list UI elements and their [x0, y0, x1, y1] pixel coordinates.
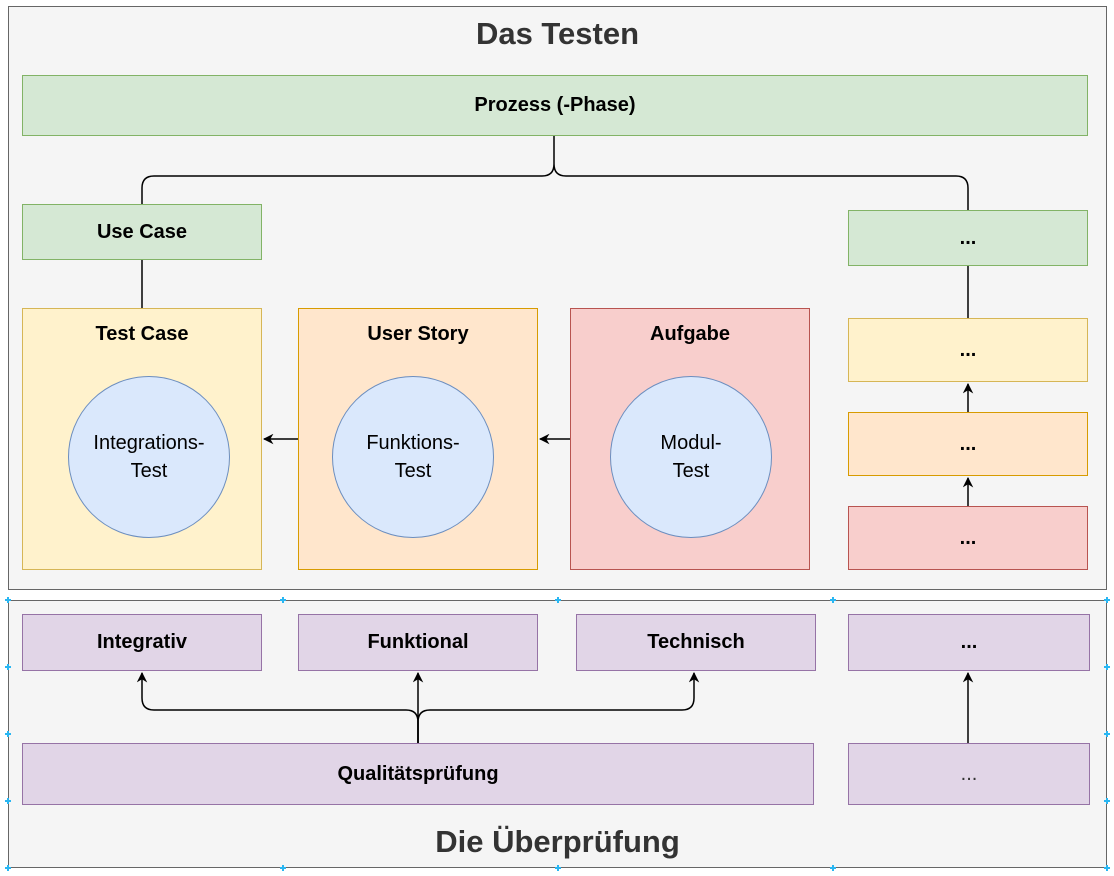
integration-test-circle[interactable]: Integrations- Test: [68, 376, 230, 538]
aufgabe-title: Aufgabe: [650, 323, 730, 345]
testing-panel-title: Das Testen: [475, 16, 640, 51]
module-test-circle[interactable]: Modul- Test: [610, 376, 772, 538]
module-test-line2: Test: [672, 460, 710, 482]
selection-handle-tc[interactable]: [555, 597, 561, 603]
review-panel-title-wrap: Die Überprüfung: [8, 824, 1107, 864]
right-orange-box[interactable]: ...: [848, 412, 1088, 476]
module-test-line1: Modul-: [660, 432, 722, 454]
qualitaet-to-technisch-arrow: [417, 671, 700, 743]
integrativ-box[interactable]: Integrativ: [22, 614, 262, 671]
selection-handle-bc[interactable]: [555, 865, 561, 871]
test-case-container[interactable]: Test Case Integrations- Test: [22, 308, 262, 570]
right-green-box[interactable]: ...: [848, 210, 1088, 266]
selection-handle-tl[interactable]: [5, 597, 11, 603]
right-bottom-purple-box[interactable]: ...: [848, 743, 1090, 805]
user-story-title: User Story: [367, 323, 469, 345]
testing-panel-title-wrap: Das Testen: [8, 16, 1107, 56]
aufgabe-container[interactable]: Aufgabe Modul- Test: [570, 308, 810, 570]
funktional-label: Funktional: [367, 631, 469, 653]
function-test-circle[interactable]: Funktions- Test: [332, 376, 494, 538]
use-case-box[interactable]: Use Case: [22, 204, 262, 260]
right-orange-label: ...: [959, 432, 977, 455]
integration-test-line1: Integrations-: [93, 432, 205, 454]
selection-handle-tr[interactable]: [1104, 597, 1110, 603]
technisch-label: Technisch: [647, 631, 745, 653]
function-test-line1: Funktions-: [366, 432, 460, 454]
selection-handle-mr3[interactable]: [1104, 798, 1110, 804]
right-yellow-label: ...: [959, 338, 977, 361]
right-green-label: ...: [959, 226, 977, 249]
qualitaet-to-integrativ-arrow: [136, 671, 419, 743]
selection-handle-tm[interactable]: [280, 597, 286, 603]
selection-handle-bm[interactable]: [280, 865, 286, 871]
use-case-label: Use Case: [96, 220, 188, 243]
test-case-title: Test Case: [95, 323, 189, 345]
right-red-label: ...: [959, 526, 977, 549]
qualitaetspruefung-box[interactable]: Qualitätsprüfung: [22, 743, 814, 805]
right-yellow-box[interactable]: ...: [848, 318, 1088, 382]
process-phase-box[interactable]: Prozess (-Phase): [22, 75, 1088, 136]
selection-handle-tm2[interactable]: [830, 597, 836, 603]
qualitaetspruefung-label: Qualitätsprüfung: [337, 762, 499, 785]
right-top-purple-label: ...: [960, 631, 978, 653]
function-test-line2: Test: [394, 460, 432, 482]
user-story-container[interactable]: User Story Funktions- Test: [298, 308, 538, 570]
selection-handle-bl[interactable]: [5, 865, 11, 871]
right-top-purple-box[interactable]: ...: [848, 614, 1090, 671]
selection-handle-br[interactable]: [1104, 865, 1110, 871]
selection-handle-ml[interactable]: [5, 664, 11, 670]
integration-test-line2: Test: [130, 460, 168, 482]
right-red-box[interactable]: ...: [848, 506, 1088, 570]
process-brace-connector: [141, 136, 969, 210]
review-panel-title: Die Überprüfung: [435, 824, 680, 859]
selection-handle-ml2[interactable]: [5, 731, 11, 737]
selection-handle-mr2[interactable]: [1104, 731, 1110, 737]
right-bottom-purple-label: ...: [960, 762, 978, 785]
technisch-box[interactable]: Technisch: [576, 614, 816, 671]
selection-handle-mr[interactable]: [1104, 664, 1110, 670]
integrativ-label: Integrativ: [96, 631, 188, 653]
process-phase-label: Prozess (-Phase): [474, 94, 636, 116]
selection-handle-ml3[interactable]: [5, 798, 11, 804]
funktional-box[interactable]: Funktional: [298, 614, 538, 671]
selection-handle-bm2[interactable]: [830, 865, 836, 871]
